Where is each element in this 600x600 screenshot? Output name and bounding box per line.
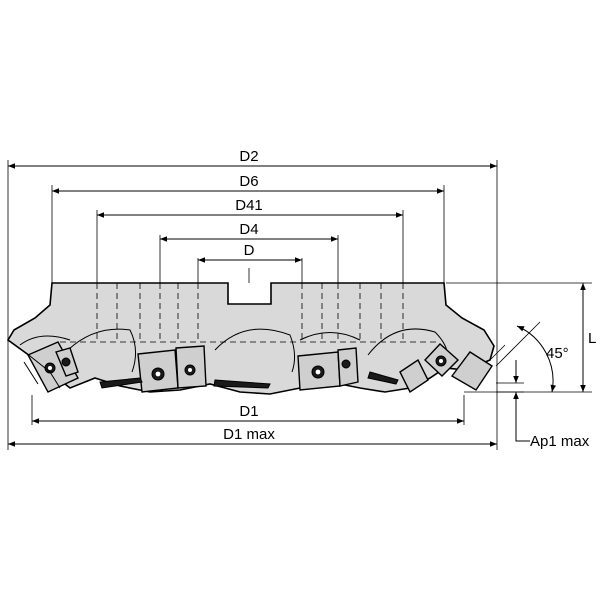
d1max-label: D1 max [223, 426, 275, 443]
d41-label: D41 [235, 197, 263, 214]
chip-pocket-1 [67, 328, 136, 373]
edge-line-left-2 [23, 361, 39, 385]
insert-1 [27, 341, 79, 393]
ap1-label: Ap1 max [530, 433, 590, 450]
dimension-lines [8, 163, 586, 447]
ap1-leader [515, 420, 530, 442]
edge-detail-3 [367, 371, 399, 385]
extension-lines [7, 160, 592, 450]
insert-4 [399, 343, 493, 394]
insert-3 [297, 347, 359, 391]
angle-arc [516, 325, 557, 393]
angle-ref-line-2 [489, 344, 506, 361]
d4-label: D4 [239, 221, 258, 238]
angle-label: 45° [546, 345, 569, 362]
d6-label: D6 [239, 173, 258, 190]
chip-pocket-2 [214, 328, 296, 373]
l-label: L [588, 330, 596, 347]
edge-detail-1 [99, 377, 143, 389]
d-label: D [244, 242, 255, 259]
chip-pocket-4 [299, 332, 361, 341]
chip-pocket-0 [19, 335, 71, 346]
insert-2 [137, 345, 207, 393]
angle-ref-line [495, 321, 541, 367]
d1-label: D1 [239, 403, 258, 420]
edge-detail-2 [213, 379, 271, 389]
edge-line-left [7, 339, 61, 389]
d2-label: D2 [239, 148, 258, 165]
